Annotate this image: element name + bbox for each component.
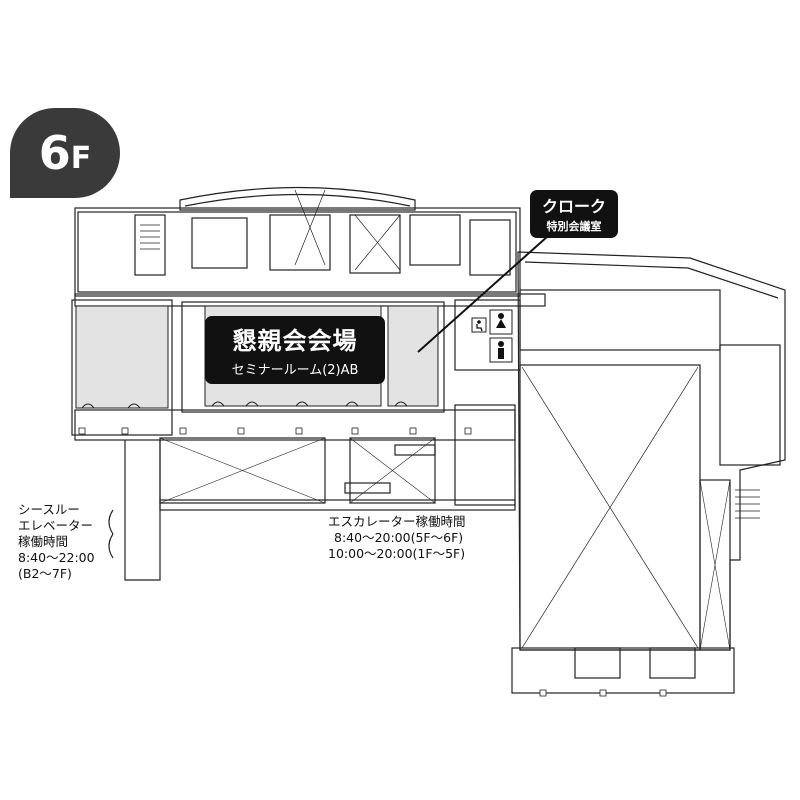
escalator-line2: 10:00～20:00(1F～5F) bbox=[328, 546, 466, 561]
cloak-pointer bbox=[417, 235, 549, 353]
top-curved-wing bbox=[179, 186, 416, 211]
elevator-line3: 稼働時間 bbox=[18, 534, 69, 549]
cloak-sub: 特別会議室 bbox=[546, 220, 602, 233]
elevator-line1: シースルー bbox=[18, 502, 80, 517]
womens-toilet-icon bbox=[489, 309, 513, 335]
escalator-line1: 8:40～20:00(5F～6F) bbox=[334, 530, 464, 545]
escalator-title: エスカレーター稼働時間 bbox=[328, 514, 466, 529]
accessible-toilet-icon bbox=[471, 317, 487, 333]
highlight-east bbox=[387, 305, 439, 407]
floor-unit: F bbox=[70, 140, 92, 176]
west-block bbox=[71, 299, 173, 436]
main-hall-sub: セミナールーム(2)AB bbox=[231, 363, 359, 378]
elevator-info: シースルー エレベーター 稼働時間 8:40～22:00 (B2～7F) bbox=[18, 502, 95, 582]
floor-number: 6 bbox=[38, 126, 71, 180]
mens-toilet-icon bbox=[489, 337, 513, 363]
main-hall-label: 懇親会会場 セミナールーム(2)AB bbox=[205, 316, 385, 384]
cloak-label: クローク 特別会議室 bbox=[530, 190, 618, 238]
north-service-block bbox=[74, 207, 521, 297]
elevator-line2: エレベーター bbox=[18, 518, 94, 533]
cloak-name: クローク bbox=[541, 197, 606, 216]
main-hall-name: 懇親会会場 bbox=[232, 327, 358, 355]
elevator-hours: 8:40～22:00 bbox=[18, 550, 95, 565]
highlight-west bbox=[75, 305, 169, 409]
seminar-hall bbox=[181, 301, 445, 413]
escalator-info: エスカレーター稼働時間 8:40～20:00(5F～6F) 10:00～20:0… bbox=[328, 514, 466, 562]
floor-badge: 6 F bbox=[10, 108, 120, 198]
elevator-floors: (B2～7F) bbox=[18, 566, 72, 581]
stairs-icon bbox=[140, 224, 760, 519]
